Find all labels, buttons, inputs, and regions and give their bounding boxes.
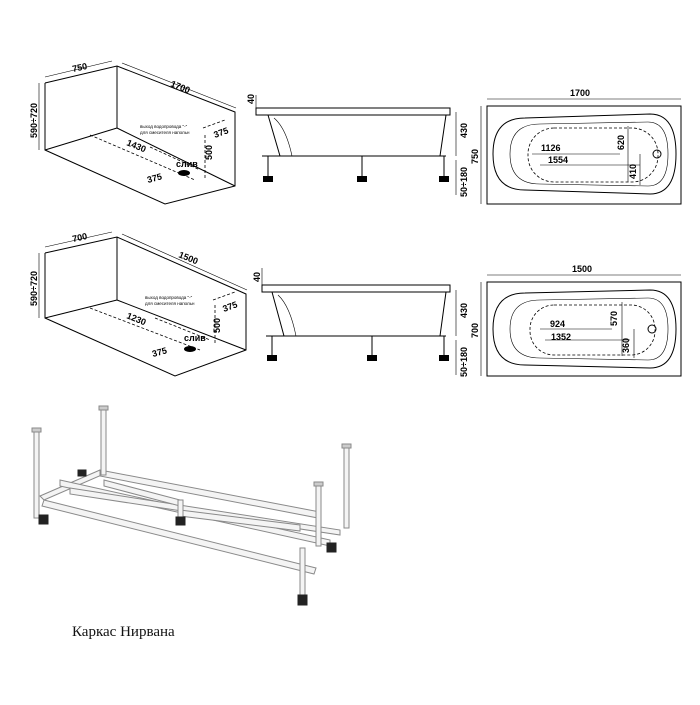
- tub2-side-view: 40 430 50÷180: [252, 268, 469, 377]
- tub2-drain-offset-label: 375: [151, 345, 168, 359]
- tub1-body-height-label: 430: [459, 123, 469, 138]
- tub1-length-label: 1700: [169, 79, 191, 96]
- tub1-rim-label: 40: [246, 94, 256, 104]
- tub1-drain-label: слив: [176, 159, 198, 169]
- tub2-height-label: 590÷720: [29, 271, 39, 306]
- tub1-drain-offset-label: 375: [146, 171, 163, 185]
- tub2-top-view: 1500 700 924 1352 570 360: [470, 264, 682, 377]
- tub2-side-depth-label: 500: [212, 318, 222, 333]
- tub1-outlet-note-2: для смесителя напольн: [140, 130, 190, 135]
- tub1-top-width-label: 750: [470, 149, 480, 164]
- frame-illustration: [31, 405, 352, 606]
- tub2-inner-c-label: 570: [609, 311, 619, 326]
- tub1-inner-d-label: 410: [628, 164, 638, 179]
- tub1-inner-c-label: 620: [616, 135, 626, 150]
- drain-icon: [184, 346, 196, 352]
- tub2-outlet-note-1: выход водопровода "-": [145, 295, 193, 300]
- tub2-top-width-label: 700: [470, 323, 480, 338]
- tub1-side-view: 40 430 50÷180: [246, 94, 469, 197]
- tub2-outlet-note-2: для смесителя напольн: [145, 301, 195, 306]
- tub2-top-length-label: 1500: [572, 264, 592, 274]
- tub1-leg-height-label: 50÷180: [459, 167, 469, 197]
- drain-icon: [178, 170, 190, 176]
- tub1-top-length-label: 1700: [570, 88, 590, 98]
- tub1-top-view: 1700 750 1126 1554 620 410: [470, 88, 682, 205]
- tub2-inner-b-label: 1352: [551, 332, 571, 342]
- tub2-inner-length-label: 1230: [125, 311, 147, 328]
- caption: Каркас Нирвана: [72, 624, 175, 640]
- tub2-drain-side-label: 375: [221, 299, 239, 314]
- tub1-drain-side-label: 375: [212, 125, 230, 140]
- tub2-inner-a-label: 924: [550, 319, 565, 329]
- tub2-leg-height-label: 50÷180: [459, 347, 469, 377]
- tub1-inner-b-label: 1554: [548, 155, 568, 165]
- tub2-drain-label: слив: [184, 333, 206, 343]
- tub2-iso-view: 700 1500 590÷720 1230 375 500 375 слив в…: [29, 231, 248, 377]
- tub2-body-height-label: 430: [459, 303, 469, 318]
- tub1-height-label: 590÷720: [29, 103, 39, 138]
- tub1-width-label: 750: [71, 61, 88, 74]
- tub1-inner-a-label: 1126: [541, 143, 561, 153]
- tub1-iso-view: 750 1700 590÷720 1430 375 500 375 слив в…: [29, 60, 237, 205]
- tub2-width-label: 700: [71, 231, 88, 244]
- tub1-side-depth-label: 500: [204, 145, 214, 160]
- tub1-outlet-note-1: выход водопровода "-": [140, 124, 188, 129]
- tub2-inner-d-label: 360: [621, 338, 631, 353]
- tub2-rim-label: 40: [252, 272, 262, 282]
